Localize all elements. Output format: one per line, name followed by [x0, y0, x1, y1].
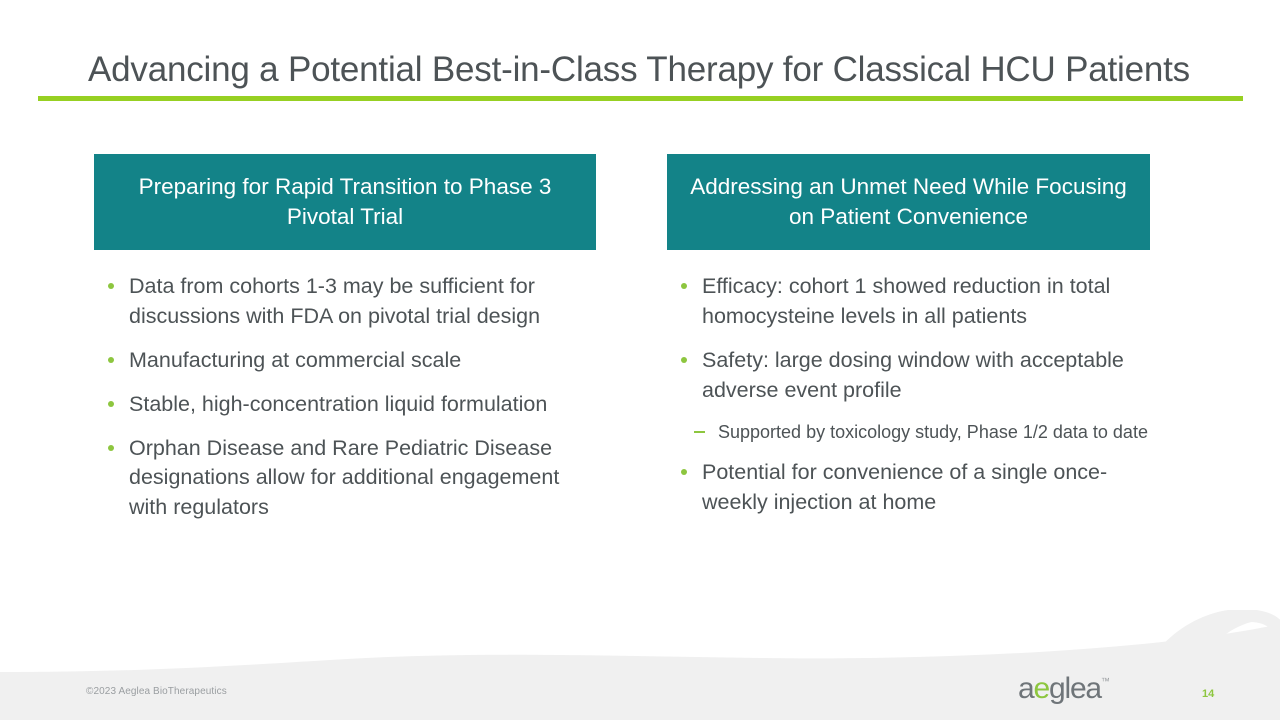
title-divider-rule — [38, 96, 1243, 101]
bullet-list-left: Data from cohorts 1-3 may be sufficient … — [94, 272, 596, 523]
logo-letter-e: e — [1033, 672, 1051, 705]
panel-header-left: Preparing for Rapid Transition to Phase … — [94, 154, 596, 250]
list-item-text: Stable, high-concentration liquid formul… — [129, 391, 548, 416]
list-item-text: Safety: large dosing window with accepta… — [702, 347, 1124, 402]
panel-header-right: Addressing an Unmet Need While Focusing … — [667, 154, 1150, 250]
trademark-icon: ™ — [1100, 676, 1110, 686]
bullet-dot-icon — [108, 400, 114, 407]
logo-letter-a: a — [1018, 672, 1035, 705]
list-item-text: Manufacturing at commercial scale — [129, 347, 462, 372]
aeglea-logo: aeglea™ — [1018, 674, 1110, 704]
list-item-text: Potential for convenience of a single on… — [702, 459, 1108, 514]
list-item-text: Efficacy: cohort 1 showed reduction in t… — [702, 274, 1111, 328]
sub-list-item-text: Supported by toxicology study, Phase 1/2… — [718, 421, 1148, 442]
list-item: Data from cohorts 1-3 may be sufficient … — [100, 272, 596, 332]
page-number: 14 — [1202, 688, 1215, 700]
list-item: Manufacturing at commercial scale — [100, 346, 596, 376]
footer-wave-decoration — [0, 610, 1280, 720]
list-item-text: Data from cohorts 1-3 may be sufficient … — [129, 274, 541, 328]
list-item: Stable, high-concentration liquid formul… — [100, 390, 596, 420]
list-item: Efficacy: cohort 1 showed reduction in t… — [673, 272, 1150, 332]
list-item: Potential for convenience of a single on… — [673, 458, 1150, 518]
logo-letters-glea: glea — [1049, 672, 1102, 705]
list-item: Orphan Disease and Rare Pediatric Diseas… — [100, 434, 596, 524]
list-item: Safety: large dosing window with accepta… — [673, 346, 1150, 406]
bullet-dash-icon — [694, 430, 705, 433]
slide-footer: ©2023 Aeglea BioTherapeutics aeglea™ 14 — [0, 610, 1280, 720]
bullet-dot-icon — [108, 356, 114, 363]
bullet-dot-icon — [108, 283, 114, 289]
list-item-text: Orphan Disease and Rare Pediatric Diseas… — [129, 435, 560, 520]
content-column-left: Preparing for Rapid Transition to Phase … — [94, 154, 596, 537]
content-column-right: Addressing an Unmet Need While Focusing … — [667, 154, 1150, 532]
bullet-dot-icon — [681, 468, 687, 475]
bullet-dot-icon — [681, 356, 687, 363]
sub-list-item: Supported by toxicology study, Phase 1/2… — [689, 420, 1150, 444]
page-title: Advancing a Potential Best-in-Class Ther… — [88, 50, 1190, 90]
bullet-dot-icon — [108, 444, 114, 451]
copyright-text: ©2023 Aeglea BioTherapeutics — [86, 686, 227, 697]
bullet-list-right: Efficacy: cohort 1 showed reduction in t… — [667, 272, 1150, 518]
bullet-dot-icon — [681, 283, 687, 289]
